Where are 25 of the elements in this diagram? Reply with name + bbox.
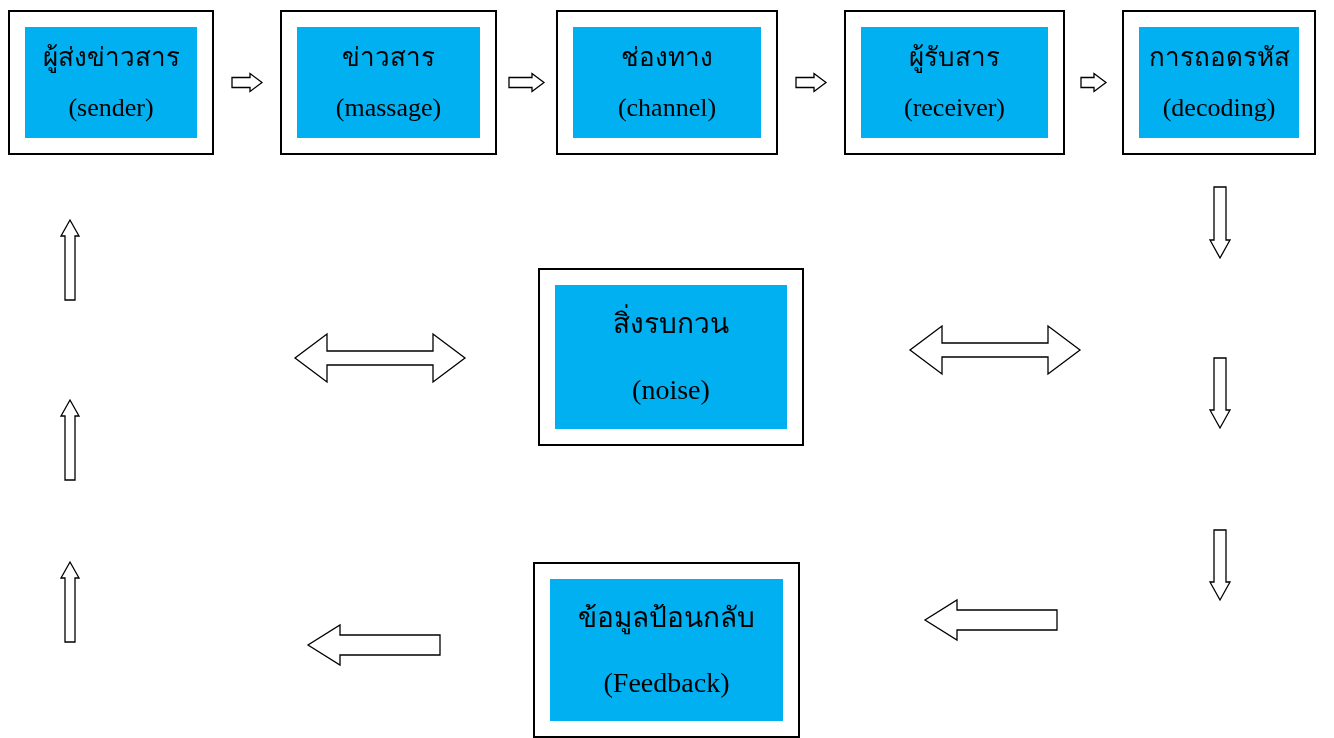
node-title: ข้อมูลป้อนกลับ (578, 600, 755, 635)
block-arrow (231, 72, 264, 93)
process-box (8, 10, 214, 155)
block-arrow (1208, 186, 1232, 260)
node-title: ผู้รับสาร (909, 42, 1000, 74)
process-box (533, 562, 800, 738)
node-subtitle: (Feedback) (603, 665, 730, 700)
node-subtitle: (decoding) (1162, 91, 1276, 123)
node-title: ช่องทาง (621, 42, 713, 74)
node-title: ผู้ส่งข่าวสาร (42, 42, 180, 74)
process-box (280, 10, 497, 155)
block-arrow (508, 72, 546, 93)
process-box (1122, 10, 1316, 155)
block-arrow (795, 72, 828, 93)
process-box (844, 10, 1065, 155)
node-subtitle: (receiver) (904, 91, 1005, 123)
node-subtitle: (sender) (68, 91, 154, 123)
node-subtitle: (noise) (632, 373, 710, 407)
node-subtitle: (channel) (617, 91, 717, 123)
process-box (538, 268, 804, 446)
process-box (556, 10, 778, 155)
block-arrow (1080, 72, 1108, 93)
node-subtitle: (massage) (335, 91, 442, 123)
node-title: ข่าวสาร (342, 42, 435, 74)
node-title: การถอดรหัส (1148, 42, 1290, 74)
